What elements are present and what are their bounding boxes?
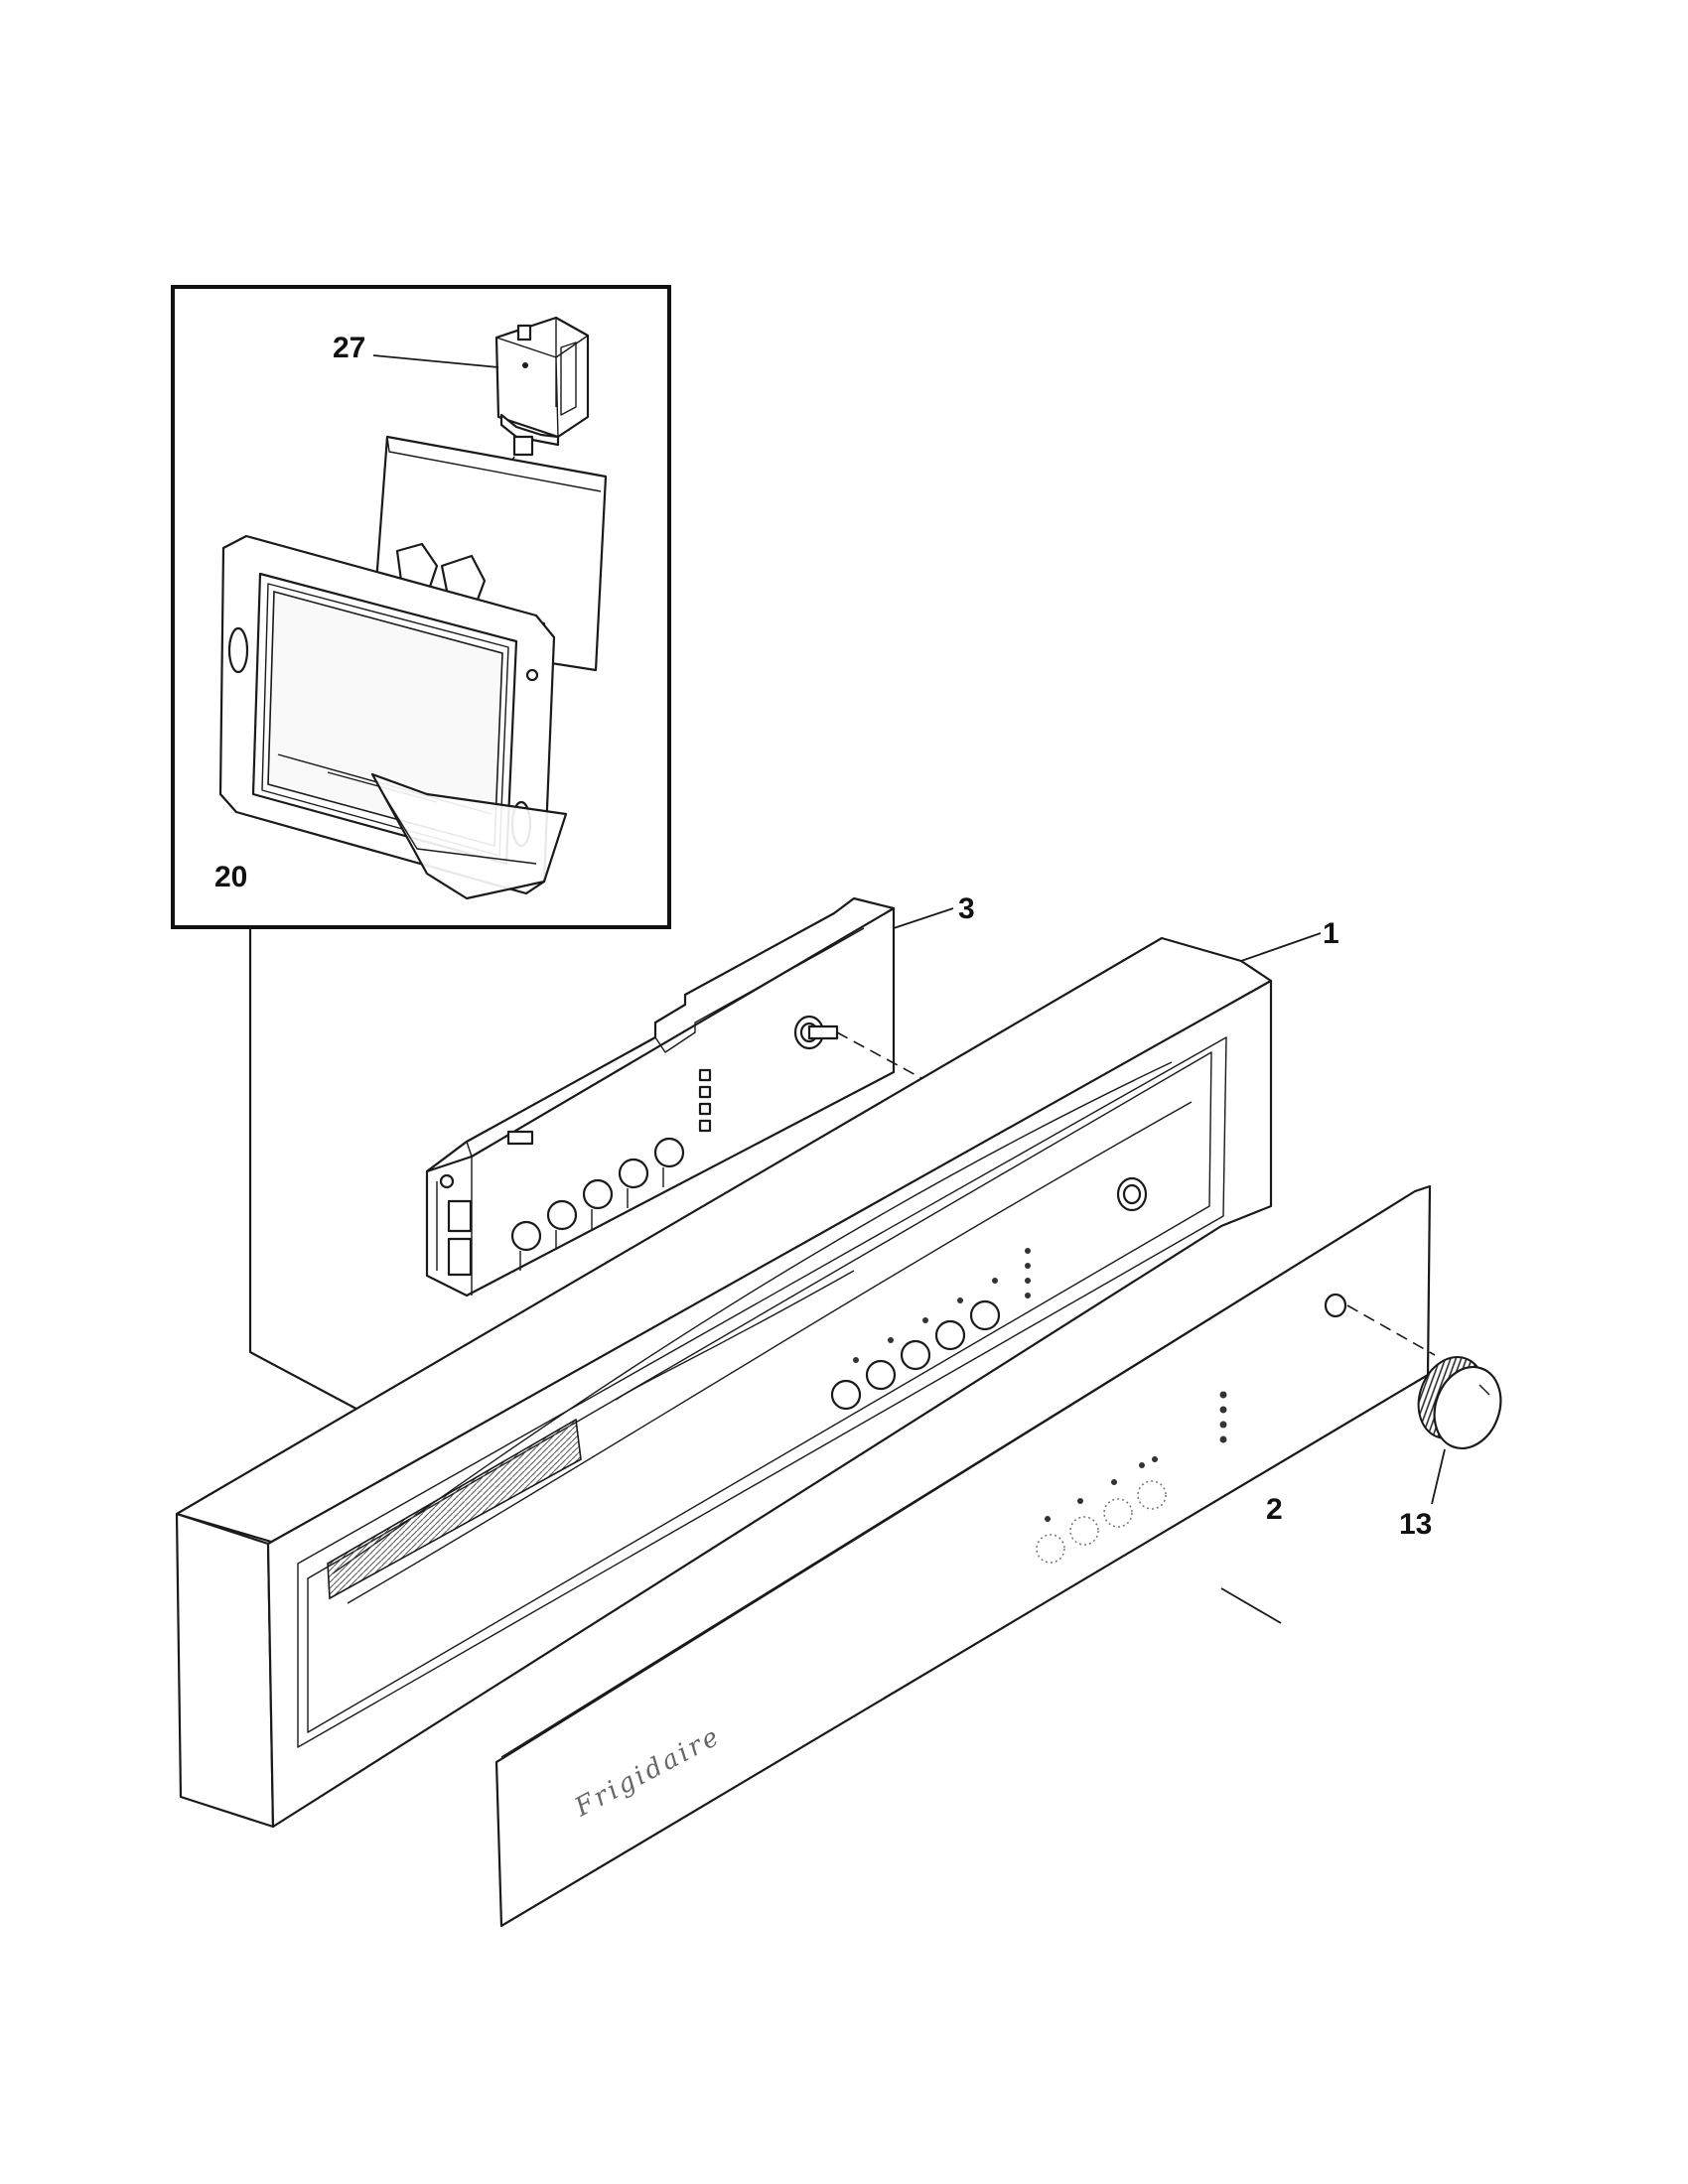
console-buttons [830,1278,1001,1411]
inset-detail-box [171,285,671,1417]
switch-part-27 [494,316,590,457]
callout-3: 3 [958,892,975,925]
console-part-1 [175,936,1273,1829]
dispenser-housing-part-20 [218,435,608,900]
console-vent [327,1418,582,1600]
callout-1: 1 [1323,917,1339,950]
overlay-dotted-buttons [1036,1480,1167,1564]
overlay-led-column [1219,1391,1227,1443]
knob-part-13 [1417,1356,1502,1450]
board-buttons [510,1137,685,1271]
callout-2: 2 [1266,1493,1283,1526]
board-led-column [698,1068,712,1133]
control-board-part-3 [425,896,896,1297]
overlay-part-2: Frigidaire [494,1184,1432,1928]
console-led-column [1025,1248,1031,1298]
inset-connector-line [248,925,369,1417]
callout-20: 20 [214,861,247,893]
callout-27: 27 [333,332,365,364]
callout-13: 13 [1399,1508,1432,1541]
